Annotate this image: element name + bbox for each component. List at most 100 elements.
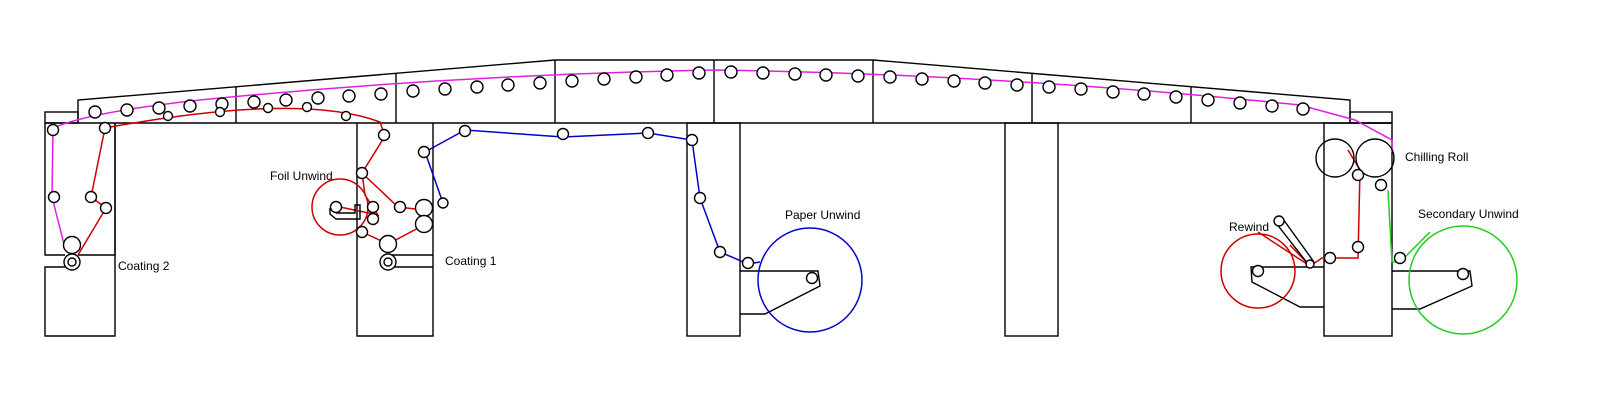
idler-roll bbox=[329, 200, 343, 214]
idler-roll bbox=[1323, 251, 1337, 265]
idler-roll bbox=[247, 95, 261, 109]
idler-rolls bbox=[46, 65, 1470, 285]
idler-roll bbox=[311, 91, 325, 105]
idler-roll bbox=[1296, 102, 1310, 116]
idler-roll bbox=[947, 74, 961, 88]
rewind-roll bbox=[1220, 233, 1296, 309]
idler-roll bbox=[301, 101, 313, 113]
idler-roll bbox=[685, 133, 699, 147]
idler-roll bbox=[378, 234, 398, 254]
paper-unwind-column bbox=[686, 122, 821, 337]
chilling-roll-right bbox=[1355, 138, 1395, 178]
idler-roll bbox=[406, 84, 420, 98]
idler-roll bbox=[660, 68, 674, 82]
support-column bbox=[1004, 122, 1059, 337]
paper-web-blue bbox=[424, 129, 761, 265]
rewind-arm bbox=[1273, 215, 1315, 265]
idler-roll bbox=[355, 225, 369, 239]
idler-roll bbox=[597, 72, 611, 86]
label-secondary-unwind: Secondary Unwind bbox=[1418, 207, 1519, 221]
idler-roll bbox=[437, 197, 449, 209]
idler-roll bbox=[1137, 87, 1151, 101]
label-coating-2: Coating 2 bbox=[118, 259, 170, 273]
idler-roll bbox=[1251, 264, 1265, 278]
idler-roll bbox=[629, 70, 643, 84]
idler-roll bbox=[355, 166, 369, 180]
idler-roll bbox=[978, 76, 992, 90]
idler-roll bbox=[98, 121, 112, 135]
label-coating-1: Coating 1 bbox=[445, 254, 497, 268]
idler-roll bbox=[279, 93, 293, 107]
idler-roll bbox=[162, 110, 174, 122]
idler-roll bbox=[1351, 168, 1365, 182]
idler-roll bbox=[214, 106, 226, 118]
idler-roll bbox=[501, 78, 515, 92]
idler-roll bbox=[1010, 78, 1024, 92]
label-rewind: Rewind bbox=[1229, 220, 1269, 234]
idler-roll bbox=[819, 68, 833, 82]
idler-roll bbox=[565, 74, 579, 88]
idler-roll bbox=[1106, 85, 1120, 99]
idler-roll bbox=[756, 66, 770, 80]
idler-roll bbox=[805, 271, 819, 285]
idler-roll bbox=[120, 103, 134, 117]
foil-web-red bbox=[77, 107, 1361, 267]
idler-roll bbox=[340, 110, 352, 122]
chilling-roll-left bbox=[1315, 138, 1355, 178]
idler-roll bbox=[377, 128, 391, 142]
idler-roll bbox=[470, 80, 484, 94]
idler-roll bbox=[713, 245, 727, 259]
idler-roll bbox=[915, 72, 929, 86]
secondary-web-green bbox=[1387, 189, 1431, 263]
idler-roll bbox=[374, 87, 388, 101]
idler-roll bbox=[1201, 93, 1215, 107]
label-paper-unwind: Paper Unwind bbox=[785, 208, 860, 222]
idler-roll bbox=[693, 191, 707, 205]
idler-roll bbox=[724, 65, 738, 79]
paper-unwind-roll bbox=[757, 227, 863, 333]
main-beam bbox=[44, 111, 1393, 124]
idler-roll bbox=[417, 145, 431, 159]
idler-roll bbox=[366, 212, 380, 226]
idler-roll bbox=[1169, 90, 1183, 104]
secondary-unwind-roll bbox=[1408, 225, 1518, 335]
idler-roll bbox=[1374, 178, 1388, 192]
label-foil-unwind: Foil Unwind bbox=[270, 169, 333, 183]
idler-roll bbox=[414, 214, 434, 234]
idler-roll bbox=[342, 89, 356, 103]
idler-roll bbox=[1074, 82, 1088, 96]
idler-roll bbox=[152, 101, 166, 115]
idler-roll bbox=[556, 127, 570, 141]
idler-roll bbox=[692, 66, 706, 80]
idler-roll bbox=[788, 67, 802, 81]
idler-roll bbox=[438, 82, 452, 96]
rewind-station bbox=[1250, 122, 1473, 337]
idler-roll bbox=[1233, 96, 1247, 110]
idler-roll bbox=[883, 70, 897, 84]
idler-roll bbox=[46, 123, 60, 137]
idler-roll bbox=[383, 257, 393, 267]
idler-roll bbox=[1265, 99, 1279, 113]
idler-roll bbox=[1042, 80, 1056, 94]
label-chilling-roll: Chilling Roll bbox=[1405, 150, 1468, 164]
idler-roll bbox=[84, 190, 98, 204]
idler-roll bbox=[1305, 259, 1315, 269]
idler-roll bbox=[262, 102, 274, 114]
idler-roll bbox=[458, 124, 472, 138]
idler-roll bbox=[62, 235, 82, 255]
idler-roll bbox=[183, 99, 197, 113]
coating-2-station bbox=[44, 123, 116, 337]
idler-roll bbox=[641, 126, 655, 140]
idler-roll bbox=[741, 256, 755, 270]
idler-roll bbox=[533, 76, 547, 90]
foil-unwind-arm bbox=[329, 204, 361, 220]
idler-roll bbox=[1393, 251, 1407, 265]
idler-roll bbox=[393, 200, 407, 214]
idler-roll bbox=[1351, 240, 1365, 254]
idler-roll bbox=[67, 257, 77, 267]
idler-roll bbox=[47, 190, 61, 204]
idler-roll bbox=[851, 69, 865, 83]
idler-roll bbox=[99, 201, 113, 215]
idler-roll bbox=[1456, 267, 1470, 281]
